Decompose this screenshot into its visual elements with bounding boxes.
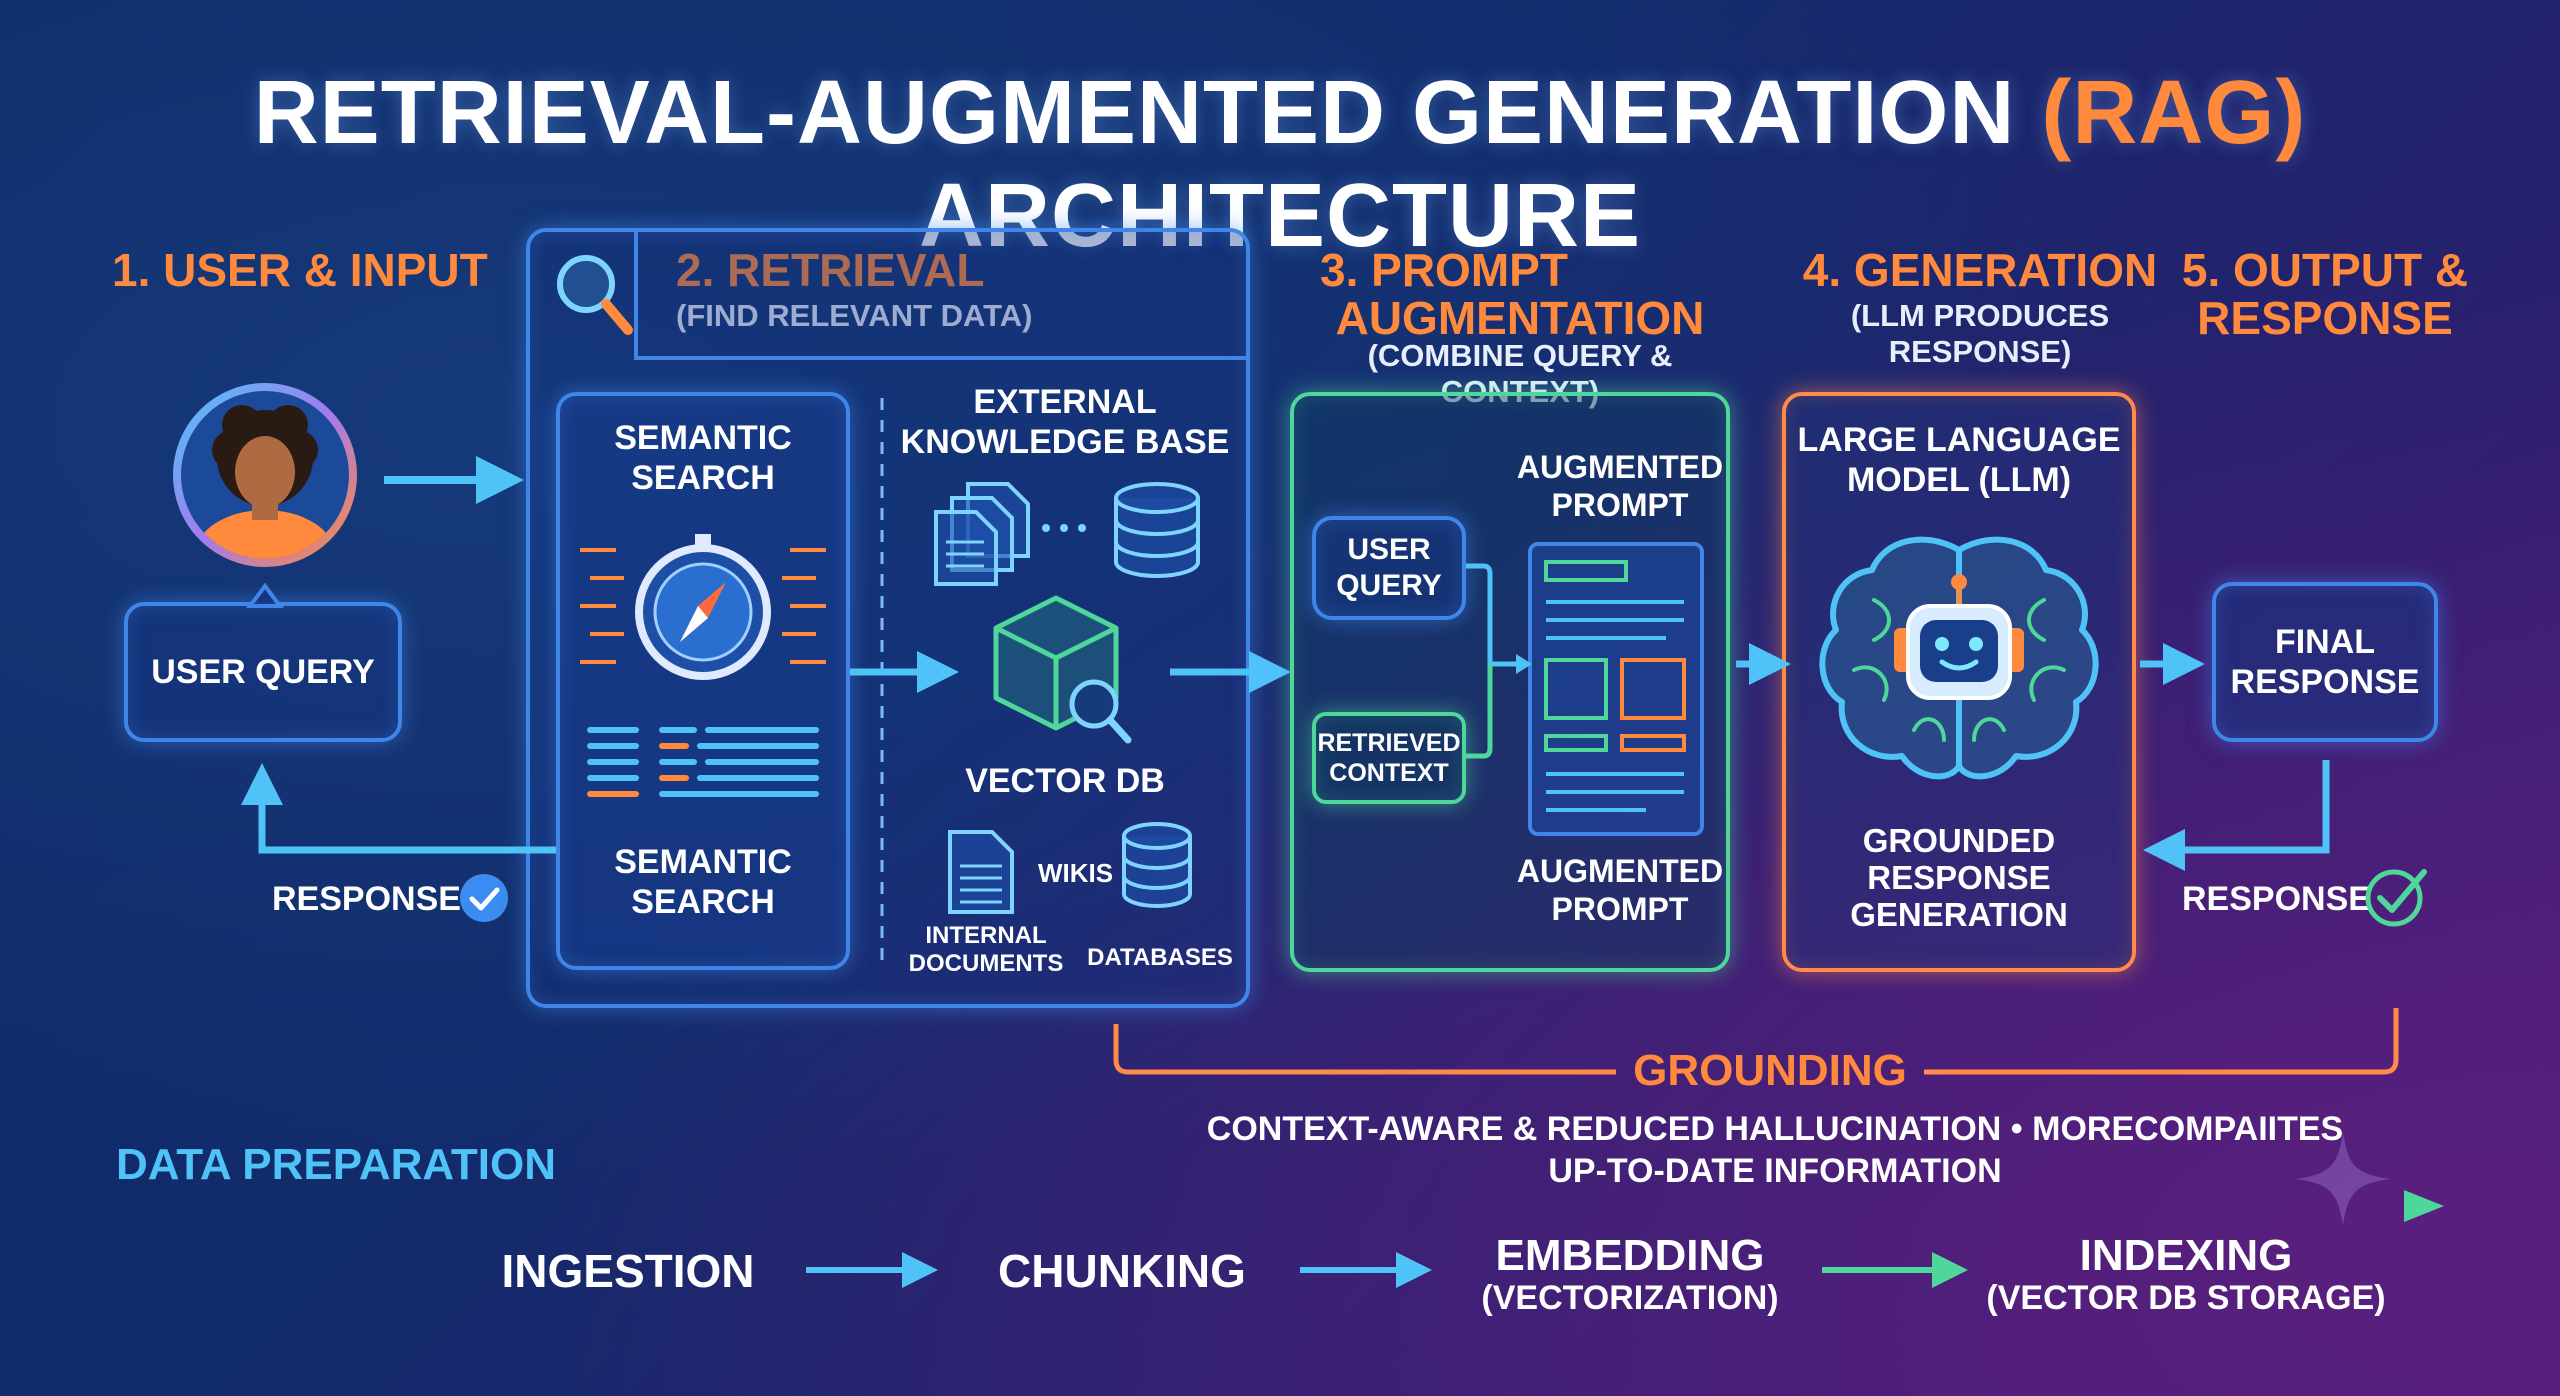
stage-3-subtitle: (COMBINE QUERY & CONTEXT)	[1367, 338, 1673, 409]
final-response-box: FINAL RESPONSE	[2212, 582, 2438, 742]
stage-2-subtitle: (FIND RELEVANT DATA)	[676, 298, 1033, 333]
grounding-title: GROUNDING	[1633, 1046, 1907, 1095]
documents-icon	[934, 482, 1030, 586]
retrieved-context-line2: CONTEXT	[1329, 759, 1449, 787]
user-query-small-box: USER QUERY	[1312, 516, 1466, 620]
llm-line2: MODEL (LLM)	[1846, 461, 2072, 499]
database-icon	[1114, 482, 1200, 578]
database-icon-small	[1122, 822, 1192, 908]
data-preparation-title: DATA PREPARATION	[116, 1140, 556, 1189]
user-query-small-line2: QUERY	[1336, 569, 1442, 602]
ingestion-label: INGESTION	[501, 1245, 755, 1297]
semantic-search-top-line2: SEARCH	[631, 459, 775, 497]
augmented-prompt-top-label: AUGMENTED PROMPT	[1500, 448, 1740, 524]
final-response-line1: FINAL	[2274, 623, 2376, 661]
stage-5-title-line2: RESPONSE	[2197, 292, 2453, 344]
stage-5-title: 5. OUTPUT & RESPONSE	[2180, 246, 2470, 342]
query-pointer	[246, 582, 284, 608]
stage-4-title: 4. GENERATION	[1802, 244, 2158, 296]
knowledge-base-label: EXTERNAL KNOWLEDGE BASE	[890, 382, 1240, 462]
augmented-prompt-bottom-line1: AUGMENTED	[1516, 853, 1724, 889]
title-main: RETRIEVAL-AUGMENTED GENERATION	[253, 63, 2042, 163]
augmented-prompt-document-icon	[1528, 542, 1704, 836]
stage-1-title: 1. USER & INPUT	[112, 244, 488, 296]
semantic-search-bottom-line1: SEMANTIC	[614, 843, 792, 881]
augmented-prompt-top-line1: AUGMENTED	[1516, 449, 1724, 485]
final-response-line2: RESPONSE	[2230, 663, 2420, 701]
augmented-prompt-bottom-label: AUGMENTED PROMPT	[1500, 852, 1740, 928]
document-icon	[948, 830, 1014, 914]
stage-2-title: 2. RETRIEVAL	[676, 244, 985, 296]
retrieval-header-divider	[634, 232, 1250, 360]
data-prep-step-indexing: INDEXING (VECTOR DB STORAGE)	[1966, 1234, 2406, 1318]
semantic-search-panel	[556, 392, 850, 970]
wikis-label: WIKIS	[1038, 858, 1114, 888]
ellipsis-icon	[1042, 524, 1086, 532]
title-tail: ARCHITECTURE	[919, 166, 1641, 266]
semantic-search-top-label: SEMANTIC SEARCH	[556, 418, 850, 498]
internal-documents-line2: DOCUMENTS	[908, 950, 1064, 977]
stage-3-title-line1: 3. PROMPT	[1320, 244, 1568, 296]
grounded-line1: GROUNDED	[1862, 822, 2056, 859]
retrieved-context-box: RETRIEVED CONTEXT	[1312, 712, 1466, 804]
response-label-left: RESPONSE	[272, 880, 461, 918]
stage-3-title-line2: AUGMENTATION	[1335, 292, 1705, 344]
sparkle-icon	[2296, 1132, 2390, 1226]
grounding-line1: CONTEXT-AWARE & REDUCED HALLUCINATION • …	[1206, 1110, 2344, 1148]
grounded-line3: GENERATION	[1850, 896, 2068, 933]
llm-label: LARGE LANGUAGE MODEL (LLM)	[1782, 420, 2136, 500]
semantic-search-bottom-line2: SEARCH	[631, 883, 775, 921]
vector-db-label: VECTOR DB	[965, 762, 1165, 800]
checkmark-icon-outline	[2365, 869, 2427, 927]
response-label-right: RESPONSE	[2182, 880, 2371, 918]
checkmark-icon	[460, 874, 508, 922]
embedding-label: EMBEDDING	[1495, 1231, 1765, 1280]
semantic-search-bottom-label: SEMANTIC SEARCH	[556, 842, 850, 922]
grounding-line2: UP-TO-DATE INFORMATION	[1548, 1152, 2002, 1190]
indexing-label: INDEXING	[2079, 1231, 2293, 1280]
stage-4-subtitle: (LLM PRODUCES RESPONSE)	[1850, 298, 2110, 369]
retrieved-context-line1: RETRIEVED	[1317, 729, 1461, 757]
cube-search-icon	[993, 595, 1132, 744]
data-prep-step-embedding: EMBEDDING (VECTORIZATION)	[1440, 1234, 1820, 1318]
grounded-line2: RESPONSE	[1867, 859, 2051, 896]
page-title: RETRIEVAL-AUGMENTED GENERATION (RAG) ARC…	[0, 62, 2560, 268]
user-query-small-line1: USER	[1347, 533, 1431, 566]
compass-icon	[580, 534, 826, 680]
semantic-search-top-line1: SEMANTIC	[614, 419, 792, 457]
augmented-prompt-bottom-line2: PROMPT	[1551, 891, 1689, 927]
data-prep-step-ingestion: INGESTION	[478, 1244, 778, 1298]
indexing-sublabel: (VECTOR DB STORAGE)	[1986, 1279, 2386, 1317]
llm-line1: LARGE LANGUAGE	[1797, 421, 2121, 459]
databases-label: DATABASES	[1087, 944, 1233, 971]
text-lines-icon	[587, 727, 819, 797]
augmented-prompt-top-line2: PROMPT	[1551, 487, 1689, 523]
grounded-generation-label: GROUNDED RESPONSE GENERATION	[1782, 822, 2136, 933]
knowledge-base-line1: EXTERNAL	[973, 383, 1157, 421]
user-avatar-icon	[173, 383, 357, 567]
merge-arrows	[1466, 563, 1532, 759]
dashed-separator	[880, 398, 884, 968]
stage-3-title: 3. PROMPT AUGMENTATION	[1300, 246, 1740, 342]
title-accent: (RAG)	[2041, 63, 2307, 163]
embedding-sublabel: (VECTORIZATION)	[1481, 1279, 1779, 1317]
stage-5-title-line1: 5. OUTPUT &	[2181, 244, 2469, 296]
brain-robot-icon	[1819, 536, 2099, 780]
chunking-label: CHUNKING	[998, 1245, 1246, 1297]
internal-documents-line1: INTERNAL	[925, 922, 1047, 949]
internal-documents-label: INTERNAL DOCUMENTS	[896, 922, 1076, 978]
magnifier-icon	[557, 255, 633, 335]
data-prep-step-chunking: CHUNKING	[972, 1244, 1272, 1298]
knowledge-base-line2: KNOWLEDGE BASE	[900, 423, 1230, 461]
